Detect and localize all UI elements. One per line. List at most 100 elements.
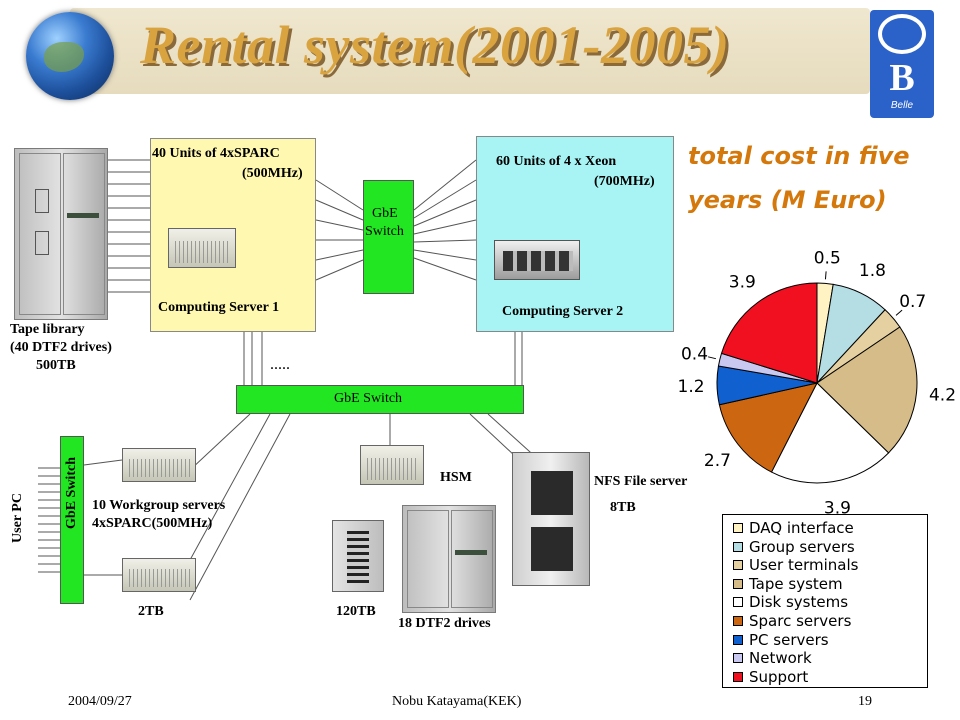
tape-library-cabinet	[14, 148, 108, 320]
pie-leader-line	[824, 271, 827, 280]
dtf2-label: 18 DTF2 drives	[398, 616, 491, 631]
computing-server-2	[476, 136, 674, 332]
legend-swatch	[733, 523, 743, 533]
hsm-storage-size: 120TB	[336, 604, 376, 619]
gbe-switch-vertical	[60, 436, 84, 604]
logo-ring	[878, 14, 926, 54]
footer-author: Nobu Katayama(KEK)	[392, 694, 522, 709]
legend-label: PC servers	[749, 630, 829, 649]
server1-units: 40 Units of 4xSPARC	[152, 146, 280, 161]
pie-value-label: 0.4	[681, 345, 708, 365]
server1-clock: (500MHz)	[242, 166, 303, 181]
dtf2-door-right	[451, 510, 493, 608]
workgroup-grille-bottom	[129, 569, 191, 587]
legend-swatch	[733, 616, 743, 626]
pie-value-label: 4.2	[929, 385, 956, 405]
server2-unit-icon	[494, 240, 580, 280]
hsm-storage-slots	[347, 531, 369, 583]
legend-swatch	[733, 653, 743, 664]
legend-label: Network	[749, 649, 812, 668]
cost-title-line1: total cost in five	[688, 142, 910, 170]
globe-icon	[26, 12, 114, 100]
workgroup-grille-top	[129, 459, 191, 477]
server2-clock: (700MHz)	[594, 174, 655, 189]
user-pc-label: User PC	[10, 493, 25, 543]
nfs-server-icon	[512, 452, 590, 586]
gbe-switch-vertical-label: GbE Switch	[64, 457, 79, 529]
dtf2-handle	[455, 550, 487, 555]
belle-logo-icon: B Belle	[870, 10, 934, 118]
tape-lines	[108, 159, 152, 293]
server2-main-lines	[514, 332, 523, 385]
nfs-size: 8TB	[610, 500, 636, 515]
legend-swatch	[733, 578, 743, 589]
user-pc-lines	[38, 459, 123, 576]
legend-swatch	[733, 671, 743, 682]
tape-slot-1	[35, 189, 49, 213]
tape-handle	[67, 213, 99, 218]
tape-door-right	[63, 153, 105, 315]
pie-leader-line	[707, 356, 717, 360]
legend-label: Tape system	[749, 574, 843, 593]
gbe-switch-small-line2: Switch	[365, 224, 404, 239]
workgroup-server-top-icon	[122, 448, 196, 482]
legend-label: Support	[749, 667, 809, 686]
workgroup-server-bottom-icon	[122, 558, 196, 592]
legend-swatch	[733, 541, 743, 552]
server1-unit-icon	[168, 228, 236, 268]
pie-leader-line	[895, 309, 903, 316]
server1-name: Computing Server 1	[158, 300, 280, 315]
pie-value-label: 0.7	[899, 292, 926, 312]
tape-library-drives: (40 DTF2 drives)	[10, 340, 112, 355]
hsm-grille	[367, 458, 419, 480]
pie-slice-support	[720, 282, 818, 384]
legend-label: Sparc servers	[749, 612, 852, 630]
legend-swatch	[733, 560, 743, 571]
footer-page: 19	[858, 694, 872, 709]
pie-slice-tape-system	[816, 326, 918, 454]
legend-label: Disk systems	[749, 593, 849, 612]
pie-slice-sparc-servers	[718, 382, 818, 473]
hsm-storage-icon	[332, 520, 384, 592]
gbe-switch-small-line1: GbE	[372, 206, 398, 221]
hsm-label: HSM	[440, 470, 472, 485]
nfs-upper-panel	[531, 471, 573, 515]
nfs-label: NFS File server	[594, 474, 688, 489]
tape-library-label: Tape library	[10, 322, 85, 337]
workgroup-label: 10 Workgroup servers	[92, 498, 226, 513]
logo-text: Belle	[890, 100, 914, 111]
pie-value-label: 1.8	[859, 261, 886, 281]
title-bar	[70, 8, 870, 94]
switch-server2-lines	[413, 159, 477, 281]
workgroup-spec: 4xSPARC(500MHz)	[92, 516, 213, 531]
server2-name: Computing Server 2	[502, 304, 624, 319]
server2-units: 60 Units of 4 x Xeon	[496, 154, 617, 169]
pie-value-label: 1.2	[678, 377, 705, 397]
legend-swatch	[733, 597, 743, 608]
server1-main-lines	[243, 332, 263, 385]
pie-value-label: 3.9	[729, 273, 756, 293]
connection-dots: .....	[270, 356, 290, 373]
server1-unit-grille	[175, 241, 231, 263]
pie-slice-disk-systems	[770, 382, 890, 484]
legend-swatch	[733, 634, 743, 645]
tape-slot-2	[35, 231, 49, 255]
dtf2-cabinet	[402, 505, 496, 613]
slide-title: Rental system(2001-2005)	[140, 15, 730, 75]
tape-door-left	[19, 153, 61, 315]
pie-value-label: 0.5	[814, 248, 841, 268]
cost-pie-chart: 0.51.80.74.23.92.71.20.43.9	[678, 248, 957, 518]
pie-value-label: 3.9	[824, 498, 851, 518]
logo-letter: B	[889, 57, 915, 99]
cost-title-line2: years (M Euro)	[688, 186, 887, 214]
legend-label: Group servers	[749, 537, 855, 556]
server2-unit-bays	[503, 251, 573, 271]
nfs-lower-panel	[531, 527, 573, 571]
server1-switch-lines	[315, 179, 364, 281]
gbe-switch-main-label: GbE Switch	[334, 391, 403, 406]
workgroup-storage: 2TB	[138, 604, 164, 619]
footer-date: 2004/09/27	[68, 694, 132, 709]
dtf2-door-left	[407, 510, 449, 608]
